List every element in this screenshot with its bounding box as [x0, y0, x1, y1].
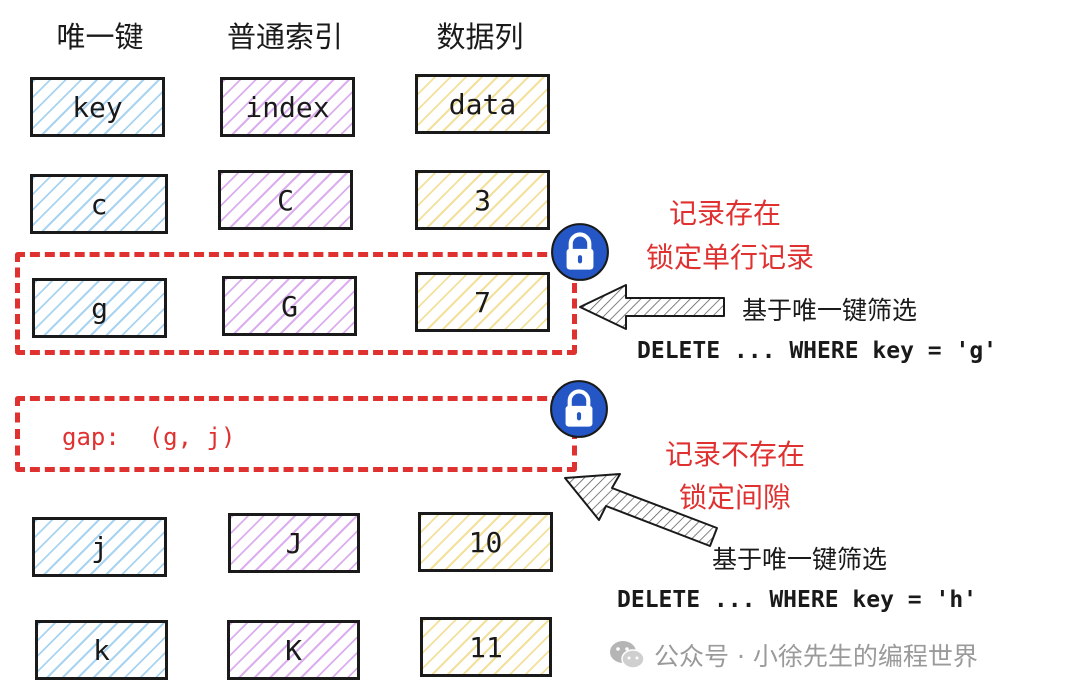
cell-data: 11 — [420, 617, 552, 677]
cell-data: 7 — [415, 272, 550, 332]
watermark-text: 公众号 · 小徐先生的编程世界 — [654, 642, 978, 671]
cell-index: C — [218, 170, 353, 230]
lock-row-label: 锁定单行记录 — [645, 241, 814, 274]
arrow-left-icon — [579, 284, 725, 330]
lock-gap-label: 锁定间隙 — [678, 481, 791, 514]
cell-data: 10 — [418, 512, 553, 572]
gap-label: gap: (g, j) — [62, 423, 236, 451]
cell-index: J — [228, 513, 360, 573]
record-lock-box — [15, 252, 577, 355]
delete-sql-g: DELETE ... WHERE key = 'g' — [637, 338, 998, 364]
filter-by-unique-key-label: 基于唯一键筛选 — [742, 296, 918, 325]
filter-by-unique-key-label: 基于唯一键筛选 — [712, 545, 888, 574]
cell-data: 3 — [415, 170, 550, 230]
cell-index: G — [222, 276, 357, 336]
arrow-up-left-icon — [564, 473, 718, 547]
cell-index: index — [220, 77, 355, 137]
cell-key: k — [35, 620, 168, 680]
cell-index: K — [227, 620, 360, 680]
lock-icon — [550, 380, 608, 438]
header-normal-index: 普通索引 — [226, 20, 343, 54]
record-not-exists-label: 记录不存在 — [664, 438, 805, 471]
cell-key: g — [32, 278, 167, 338]
wechat-icon — [610, 641, 645, 669]
header-unique-key: 唯一键 — [56, 20, 144, 54]
lock-icon — [551, 223, 609, 281]
cell-key: c — [30, 174, 168, 234]
watermark: 公众号 · 小徐先生的编程世界 — [608, 637, 978, 673]
cell-data: data — [415, 74, 550, 134]
record-exists-label: 记录存在 — [668, 197, 781, 230]
delete-sql-h: DELETE ... WHERE key = 'h' — [617, 587, 978, 613]
cell-key: j — [32, 517, 167, 577]
header-data-column: 数据列 — [436, 20, 524, 54]
cell-key: key — [30, 77, 165, 137]
